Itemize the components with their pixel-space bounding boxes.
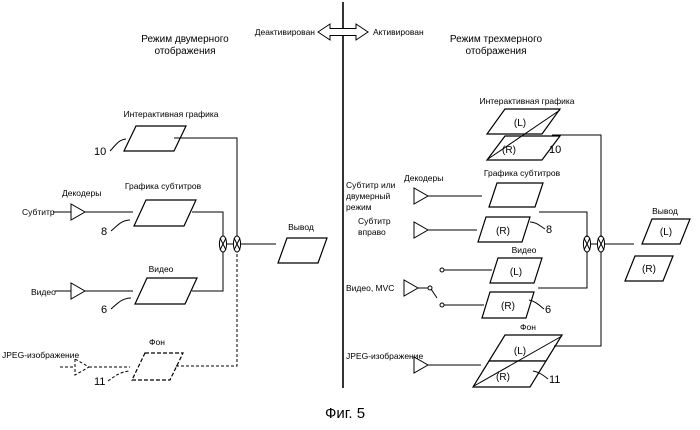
right-mixer-1 (583, 236, 590, 252)
right-background-R-label: (R) (496, 372, 510, 383)
left-output-plane (278, 238, 327, 263)
mode-2d-title-line2: отображения (155, 45, 216, 57)
right-subtitle-2d-line3: режим (346, 202, 372, 212)
right-subtitle-2d-line2: двумерный (346, 191, 391, 201)
left-background-wire (176, 252, 237, 366)
left-subtitle-input-label: Субтитр (22, 207, 55, 217)
right-decoders-label: Декодеры (404, 173, 443, 183)
right-video-input-label: Видео, MVC (346, 283, 394, 293)
right-subtitle-right-line2: вправо (358, 227, 386, 237)
left-subtitle-plane (134, 200, 196, 226)
left-interactive-graphics-label: Интерактивная графика (123, 109, 218, 119)
right-interactive-R-label: (R) (502, 145, 516, 156)
left-video-plane (135, 278, 197, 304)
right-mixer-2 (597, 236, 604, 252)
left-video-decoder (71, 283, 85, 299)
left-num-11-leader (108, 371, 129, 381)
left-num-6-leader (111, 298, 131, 309)
left-num-8: 8 (101, 226, 107, 238)
left-video-plane-label: Видео (149, 264, 174, 274)
mode-3d-title-line2: отображения (466, 45, 527, 57)
activated-label: Активирован (373, 27, 424, 37)
left-num-8-leader (111, 220, 130, 231)
right-interactive-L-label: (L) (514, 118, 526, 129)
right-background-L-label: (L) (514, 346, 526, 357)
right-video-wire (538, 252, 587, 288)
left-num-6: 6 (101, 304, 107, 316)
right-subtitle-R-label: (R) (496, 226, 510, 237)
right-subtitle-decoder-right (414, 222, 428, 238)
right-output-label: Вывод (652, 206, 678, 216)
left-num-10: 10 (94, 146, 106, 158)
right-num-8-leader (530, 222, 545, 229)
right-subtitle-decoder-2d (414, 188, 428, 204)
right-num-10: 10 (549, 144, 561, 156)
right-subtitle-right-line1: Субтитр (358, 216, 391, 226)
left-output-label: Вывод (288, 222, 314, 232)
left-background-decoder (75, 359, 89, 375)
right-video-decoder (404, 280, 418, 296)
right-subtitle-2d-line1: Субтитр или (346, 180, 396, 190)
deactivated-label: Деактивирован (255, 27, 316, 37)
left-decoders-label: Декодеры (62, 188, 101, 198)
right-video-plane-label: Видео (512, 245, 537, 255)
left-mixer-1 (219, 236, 226, 252)
right-video-switch-arm (431, 289, 437, 298)
left-video-wire (192, 252, 223, 291)
figure-caption: Фиг. 5 (325, 405, 365, 422)
left-jpeg-input-label: JPEG-изображение (2, 350, 79, 360)
left-subtitle-wire (192, 212, 223, 236)
left-background-plane (132, 353, 183, 380)
left-num-11: 11 (94, 376, 105, 388)
right-interactive-graphics-label: Интерактивная графика (479, 96, 574, 106)
left-video-input-label: Видео (31, 287, 56, 297)
left-subtitle-decoder (71, 204, 85, 220)
right-num-8: 8 (546, 224, 552, 236)
left-subtitle-graphics-label: Графика субтитров (125, 181, 202, 191)
right-output-L-label: (L) (660, 227, 672, 238)
right-output-R-label: (R) (642, 264, 656, 275)
left-background-label: Фон (149, 337, 165, 347)
mode-2d-title-line1: Режим двумерного (141, 34, 229, 45)
right-subtitle-graphics-label: Графика субтитров (484, 168, 561, 178)
mode-3d-title-line1: Режим трехмерного (450, 34, 543, 45)
right-video-L-label: (L) (510, 267, 522, 278)
left-num-10-leader (110, 139, 126, 151)
right-background-wire (554, 252, 601, 346)
right-jpeg-input-label: JPEG-изображение (346, 351, 423, 361)
right-num-6: 6 (545, 304, 551, 316)
left-mixer-2 (233, 236, 240, 252)
right-num-11: 11 (549, 374, 560, 386)
right-subtitle-plane-L (489, 183, 543, 207)
right-video-switch-contact-L (440, 268, 444, 272)
right-video-R-label: (R) (501, 301, 515, 312)
right-background-label: Фон (520, 322, 536, 332)
right-video-switch-contact-R (440, 303, 444, 307)
